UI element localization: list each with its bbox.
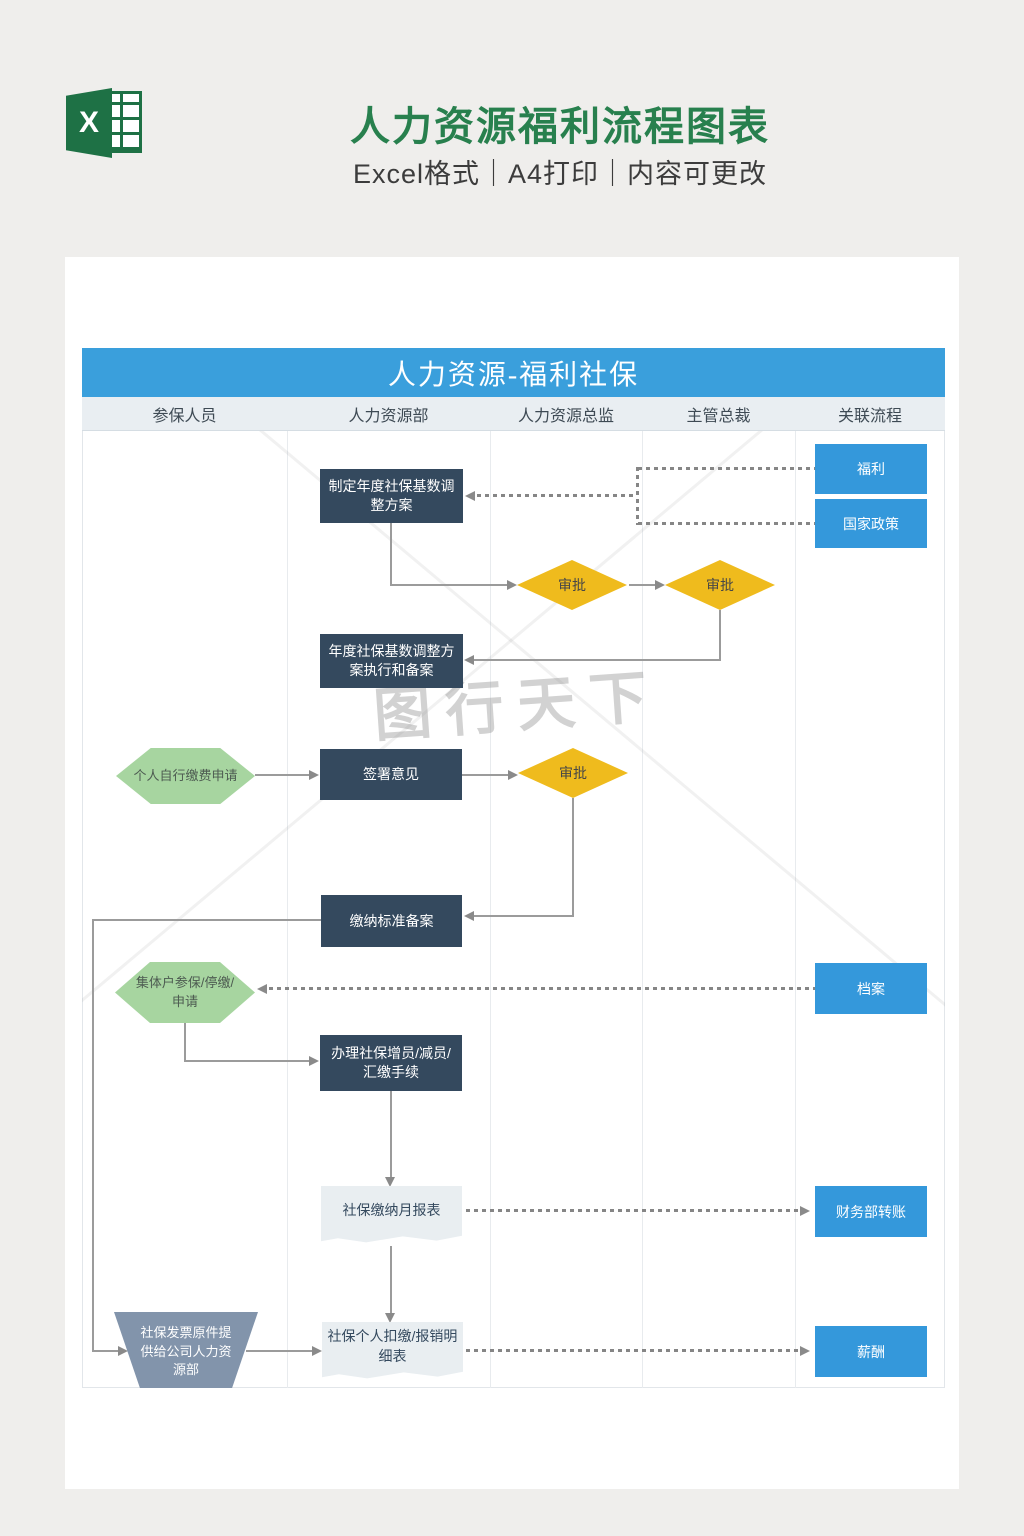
input-invoice: 社保发票原件提供给公司人力资源部 — [114, 1312, 258, 1388]
chart-title: 人力资源-福利社保 — [387, 359, 640, 391]
excel-icon: X — [66, 88, 144, 158]
arrowhead — [464, 911, 474, 921]
dashed-archive-group — [269, 987, 815, 990]
dashed-bracket-to-plan — [477, 494, 637, 497]
arrowhead — [465, 491, 475, 501]
connector-invoice-detail — [246, 1350, 314, 1352]
connector-standard-invoice — [92, 1350, 120, 1352]
related-welfare: 福利 — [815, 444, 927, 494]
arrowhead — [118, 1346, 128, 1356]
lane-header-insured: 参保人员 — [152, 407, 217, 425]
connector-approve1-approve2 — [629, 584, 657, 586]
dashed-welfare-bracket — [638, 467, 815, 470]
connector-group-handle — [184, 1060, 311, 1062]
process-plan: 制定年度社保基数调整方案 — [320, 469, 463, 523]
lane-header-related: 关联流程 — [837, 407, 902, 425]
excel-icon-cover: X — [66, 88, 112, 158]
dashed-detail-salary — [466, 1349, 802, 1352]
connector-monthly-detail — [390, 1246, 392, 1316]
arrowhead — [312, 1346, 322, 1356]
lane-divider — [490, 431, 491, 1388]
related-finance-transfer: 财务部转账 — [815, 1186, 927, 1237]
arrowhead — [508, 770, 518, 780]
related-archive: 档案 — [815, 963, 927, 1014]
arrowhead — [800, 1206, 810, 1216]
process-sign: 签署意见 — [320, 749, 462, 800]
page-subtitle: Excel格式｜A4打印｜内容可更改 — [352, 159, 768, 189]
connector-approve2-execute — [474, 659, 721, 661]
arrowhead — [257, 984, 267, 994]
arrowhead — [385, 1313, 395, 1323]
arrowhead — [385, 1177, 395, 1187]
chart-canvas — [82, 431, 945, 1388]
watermark-layer: 图行天下 — [82, 431, 945, 1388]
lane-header-row: 参保人员 人力资源部 人力资源总监 主管总裁 关联流程 — [82, 397, 945, 431]
arrowhead — [507, 580, 517, 590]
connector-plan-approve1 — [390, 523, 392, 585]
lane-header-hr-dept: 人力资源部 — [348, 407, 429, 425]
connector-standard-invoice — [92, 919, 94, 1352]
lane-divider — [287, 431, 288, 1388]
related-salary: 薪酬 — [815, 1326, 927, 1377]
document-detail-table: 社保个人扣缴/报销明细表 — [322, 1322, 463, 1379]
arrowhead — [309, 1056, 319, 1066]
process-handle: 办理社保增员/减员/汇缴手续 — [320, 1035, 462, 1091]
arrowhead — [800, 1346, 810, 1356]
document-monthly-report: 社保缴纳月报表 — [321, 1186, 462, 1243]
connector-group-handle — [184, 1023, 186, 1062]
connector-standard-invoice — [92, 919, 321, 921]
lane-header-hr-director: 人力资源总监 — [517, 407, 614, 425]
connector-approve2-execute — [719, 610, 721, 660]
lane-divider — [642, 431, 643, 1388]
connector-personal-sign — [255, 774, 311, 776]
lane-header-ceo: 主管总裁 — [686, 407, 751, 425]
connector-sign-approve3 — [462, 774, 510, 776]
dashed-monthly-finance — [466, 1209, 802, 1212]
arrowhead — [309, 770, 319, 780]
connector-approve3-standard — [572, 798, 574, 917]
chart-title-bar: 人力资源-福利社保 — [82, 348, 945, 397]
related-policy: 国家政策 — [815, 499, 927, 548]
start-group-apply: 集体户参保/停缴/申请 — [115, 962, 255, 1023]
connector-plan-approve1 — [390, 584, 509, 586]
process-standard: 缴纳标准备案 — [321, 895, 462, 947]
dashed-bracket-vertical — [636, 467, 639, 525]
dashed-policy-bracket — [638, 522, 815, 525]
arrowhead — [464, 655, 474, 665]
connector-approve3-standard — [474, 915, 574, 917]
arrowhead — [655, 580, 665, 590]
lane-divider — [795, 431, 796, 1388]
excel-icon-letter: X — [78, 106, 99, 139]
connector-handle-monthly — [390, 1091, 392, 1179]
process-execute: 年度社保基数调整方案执行和备案 — [320, 634, 463, 688]
page-title: 人力资源福利流程图表 — [350, 105, 770, 149]
